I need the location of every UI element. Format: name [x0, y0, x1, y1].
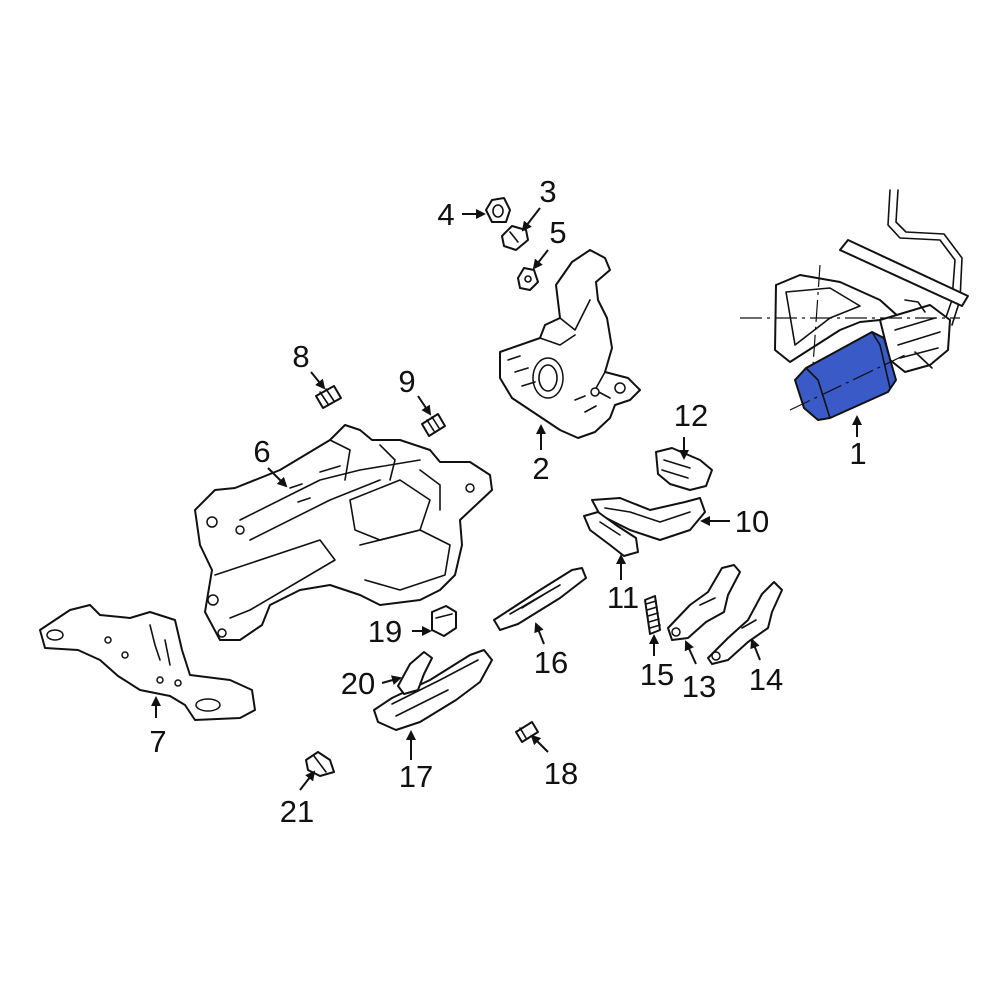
callout-10: 10	[735, 504, 769, 539]
part-5-pin[interactable]	[517, 267, 539, 291]
part-8-bolt[interactable]	[315, 385, 342, 409]
part-10-lever[interactable]	[591, 497, 706, 541]
callout-9: 9	[398, 364, 415, 399]
callout-6: 6	[253, 434, 270, 469]
callout-11: 11	[607, 580, 639, 615]
callout-labels: 1 2 3 4 5 6 7 8 9 10 11 12 13 14 15 16 1…	[149, 174, 866, 829]
part-21-bolt[interactable]	[305, 751, 335, 777]
part-11-lever-arm[interactable]	[583, 511, 639, 557]
callout-5: 5	[549, 215, 566, 250]
callout-21: 21	[280, 794, 314, 829]
callout-16: 16	[534, 645, 568, 680]
callout-14: 14	[749, 662, 783, 697]
callout-leaders	[151, 207, 862, 791]
callout-19: 19	[368, 614, 402, 649]
part-16-guide[interactable]	[493, 567, 587, 631]
part-4-bushing[interactable]	[485, 197, 511, 223]
callout-12: 12	[674, 398, 708, 433]
part-20-lever[interactable]	[397, 651, 433, 695]
callout-3: 3	[539, 174, 556, 209]
part-9-bolt[interactable]	[421, 413, 446, 437]
part-1-steering-column-assembly[interactable]	[740, 189, 969, 421]
callout-2: 2	[532, 451, 549, 486]
part-2-column-housing[interactable]	[499, 249, 641, 439]
part-6-tilt-housing[interactable]	[194, 424, 493, 641]
part-3-clip[interactable]	[501, 225, 529, 251]
part-19-bushing[interactable]	[431, 605, 457, 637]
part-14-pawl[interactable]	[707, 581, 783, 665]
part-17-lock-plate[interactable]	[373, 649, 493, 731]
callout-20: 20	[341, 666, 375, 701]
part-13-pawl[interactable]	[667, 564, 741, 641]
callout-1: 1	[849, 436, 866, 471]
callout-17: 17	[399, 759, 433, 794]
callout-4: 4	[437, 197, 454, 232]
callout-7: 7	[149, 724, 166, 759]
part-7-mounting-bracket[interactable]	[39, 604, 256, 721]
callout-8: 8	[292, 339, 309, 374]
part-18-pin[interactable]	[515, 721, 539, 743]
callout-18: 18	[544, 756, 578, 791]
callout-13: 13	[682, 669, 716, 704]
callout-15: 15	[640, 657, 674, 692]
part-15-spring[interactable]	[644, 595, 661, 635]
